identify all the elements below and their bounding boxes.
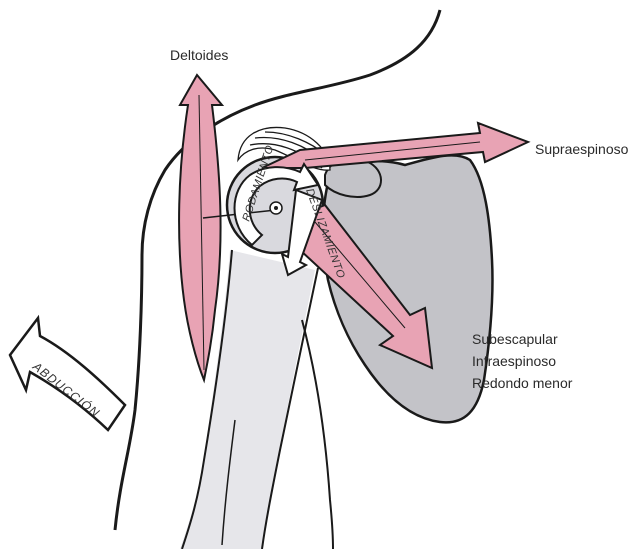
label-subescapular: Subescapular xyxy=(472,331,558,347)
deltoides-muscle xyxy=(179,75,222,380)
label-redondo-menor: Redondo menor xyxy=(472,375,573,391)
forearm-edge xyxy=(302,320,333,549)
center-dot xyxy=(274,206,278,210)
label-supraespinoso: Supraespinoso xyxy=(535,141,629,157)
label-infraespinoso: Infraespinoso xyxy=(472,353,556,369)
label-deltoides: Deltoides xyxy=(170,47,228,63)
abduccion-arrow xyxy=(10,318,125,430)
